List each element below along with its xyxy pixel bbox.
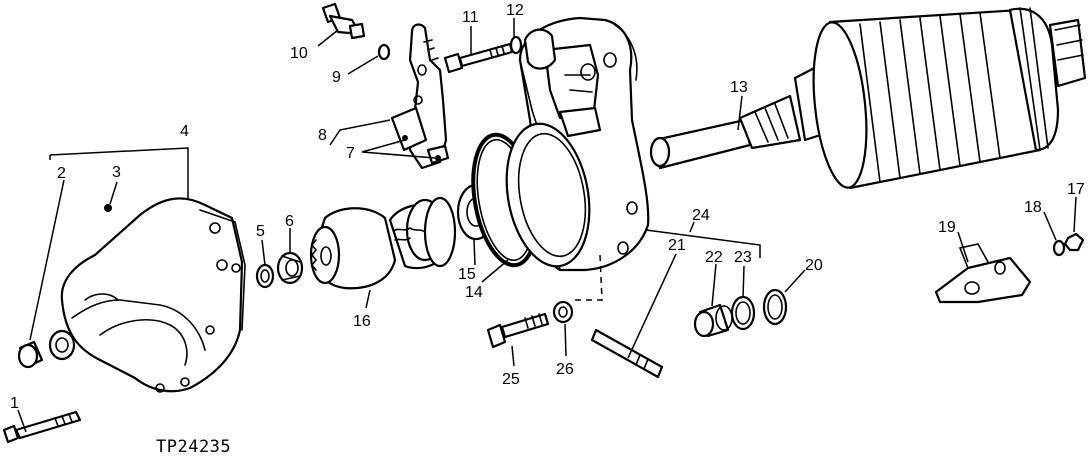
callout-3: 3	[112, 164, 121, 181]
callout-23: 23	[734, 249, 752, 266]
field-frame-24	[505, 16, 650, 272]
drive-assembly-16	[309, 196, 457, 290]
callout-13: 13	[730, 79, 748, 96]
terminal-10	[321, 2, 366, 40]
callout-25: 25	[502, 371, 520, 388]
bracket-19	[934, 243, 1032, 304]
callout-14: 14	[465, 284, 483, 301]
shift-lever-8	[390, 23, 450, 170]
callout-11: 11	[462, 9, 479, 26]
assembly-guide-line	[570, 254, 603, 301]
callout-1: 1	[10, 395, 19, 412]
leader-lines	[17, 18, 1077, 433]
lockwasher-18	[1052, 239, 1066, 257]
callout-18: 18	[1024, 199, 1042, 216]
armature-13	[649, 7, 1087, 190]
callout-10: 10	[290, 45, 308, 62]
callout-8: 8	[318, 127, 327, 144]
through-bolt-21	[590, 328, 664, 379]
callout-26: 26	[556, 361, 574, 378]
callout-2: 2	[57, 165, 66, 182]
callout-17: 17	[1067, 181, 1085, 198]
callout-16: 16	[353, 313, 371, 330]
washer-20	[762, 288, 788, 326]
callout-21: 21	[668, 237, 686, 254]
bolt-1	[2, 410, 82, 444]
callout-22: 22	[705, 249, 723, 266]
screw-11	[443, 42, 514, 74]
nut-17	[1063, 232, 1085, 252]
callout-19: 19	[938, 219, 956, 236]
o-ring-9	[377, 43, 391, 61]
washer-26	[552, 300, 574, 324]
washer-5	[255, 263, 275, 289]
figure-reference: TP24235	[156, 437, 231, 457]
bearing-6	[276, 251, 304, 285]
callout-20: 20	[805, 257, 823, 274]
callout-7: 7	[346, 145, 355, 162]
bolt-25	[486, 312, 550, 349]
callout-15: 15	[458, 266, 476, 283]
callout-4: 4	[180, 123, 189, 140]
lockwasher-12	[509, 35, 523, 55]
washer-23	[730, 295, 756, 331]
plug-3	[104, 204, 112, 212]
drive-housing	[48, 197, 246, 393]
callout-9: 9	[332, 69, 341, 86]
callout-5: 5	[256, 223, 265, 240]
callout-12: 12	[506, 2, 524, 19]
bushing-2	[17, 340, 44, 369]
callout-6: 6	[285, 213, 294, 230]
callout-24: 24	[692, 207, 710, 224]
bushing-22	[693, 303, 733, 338]
